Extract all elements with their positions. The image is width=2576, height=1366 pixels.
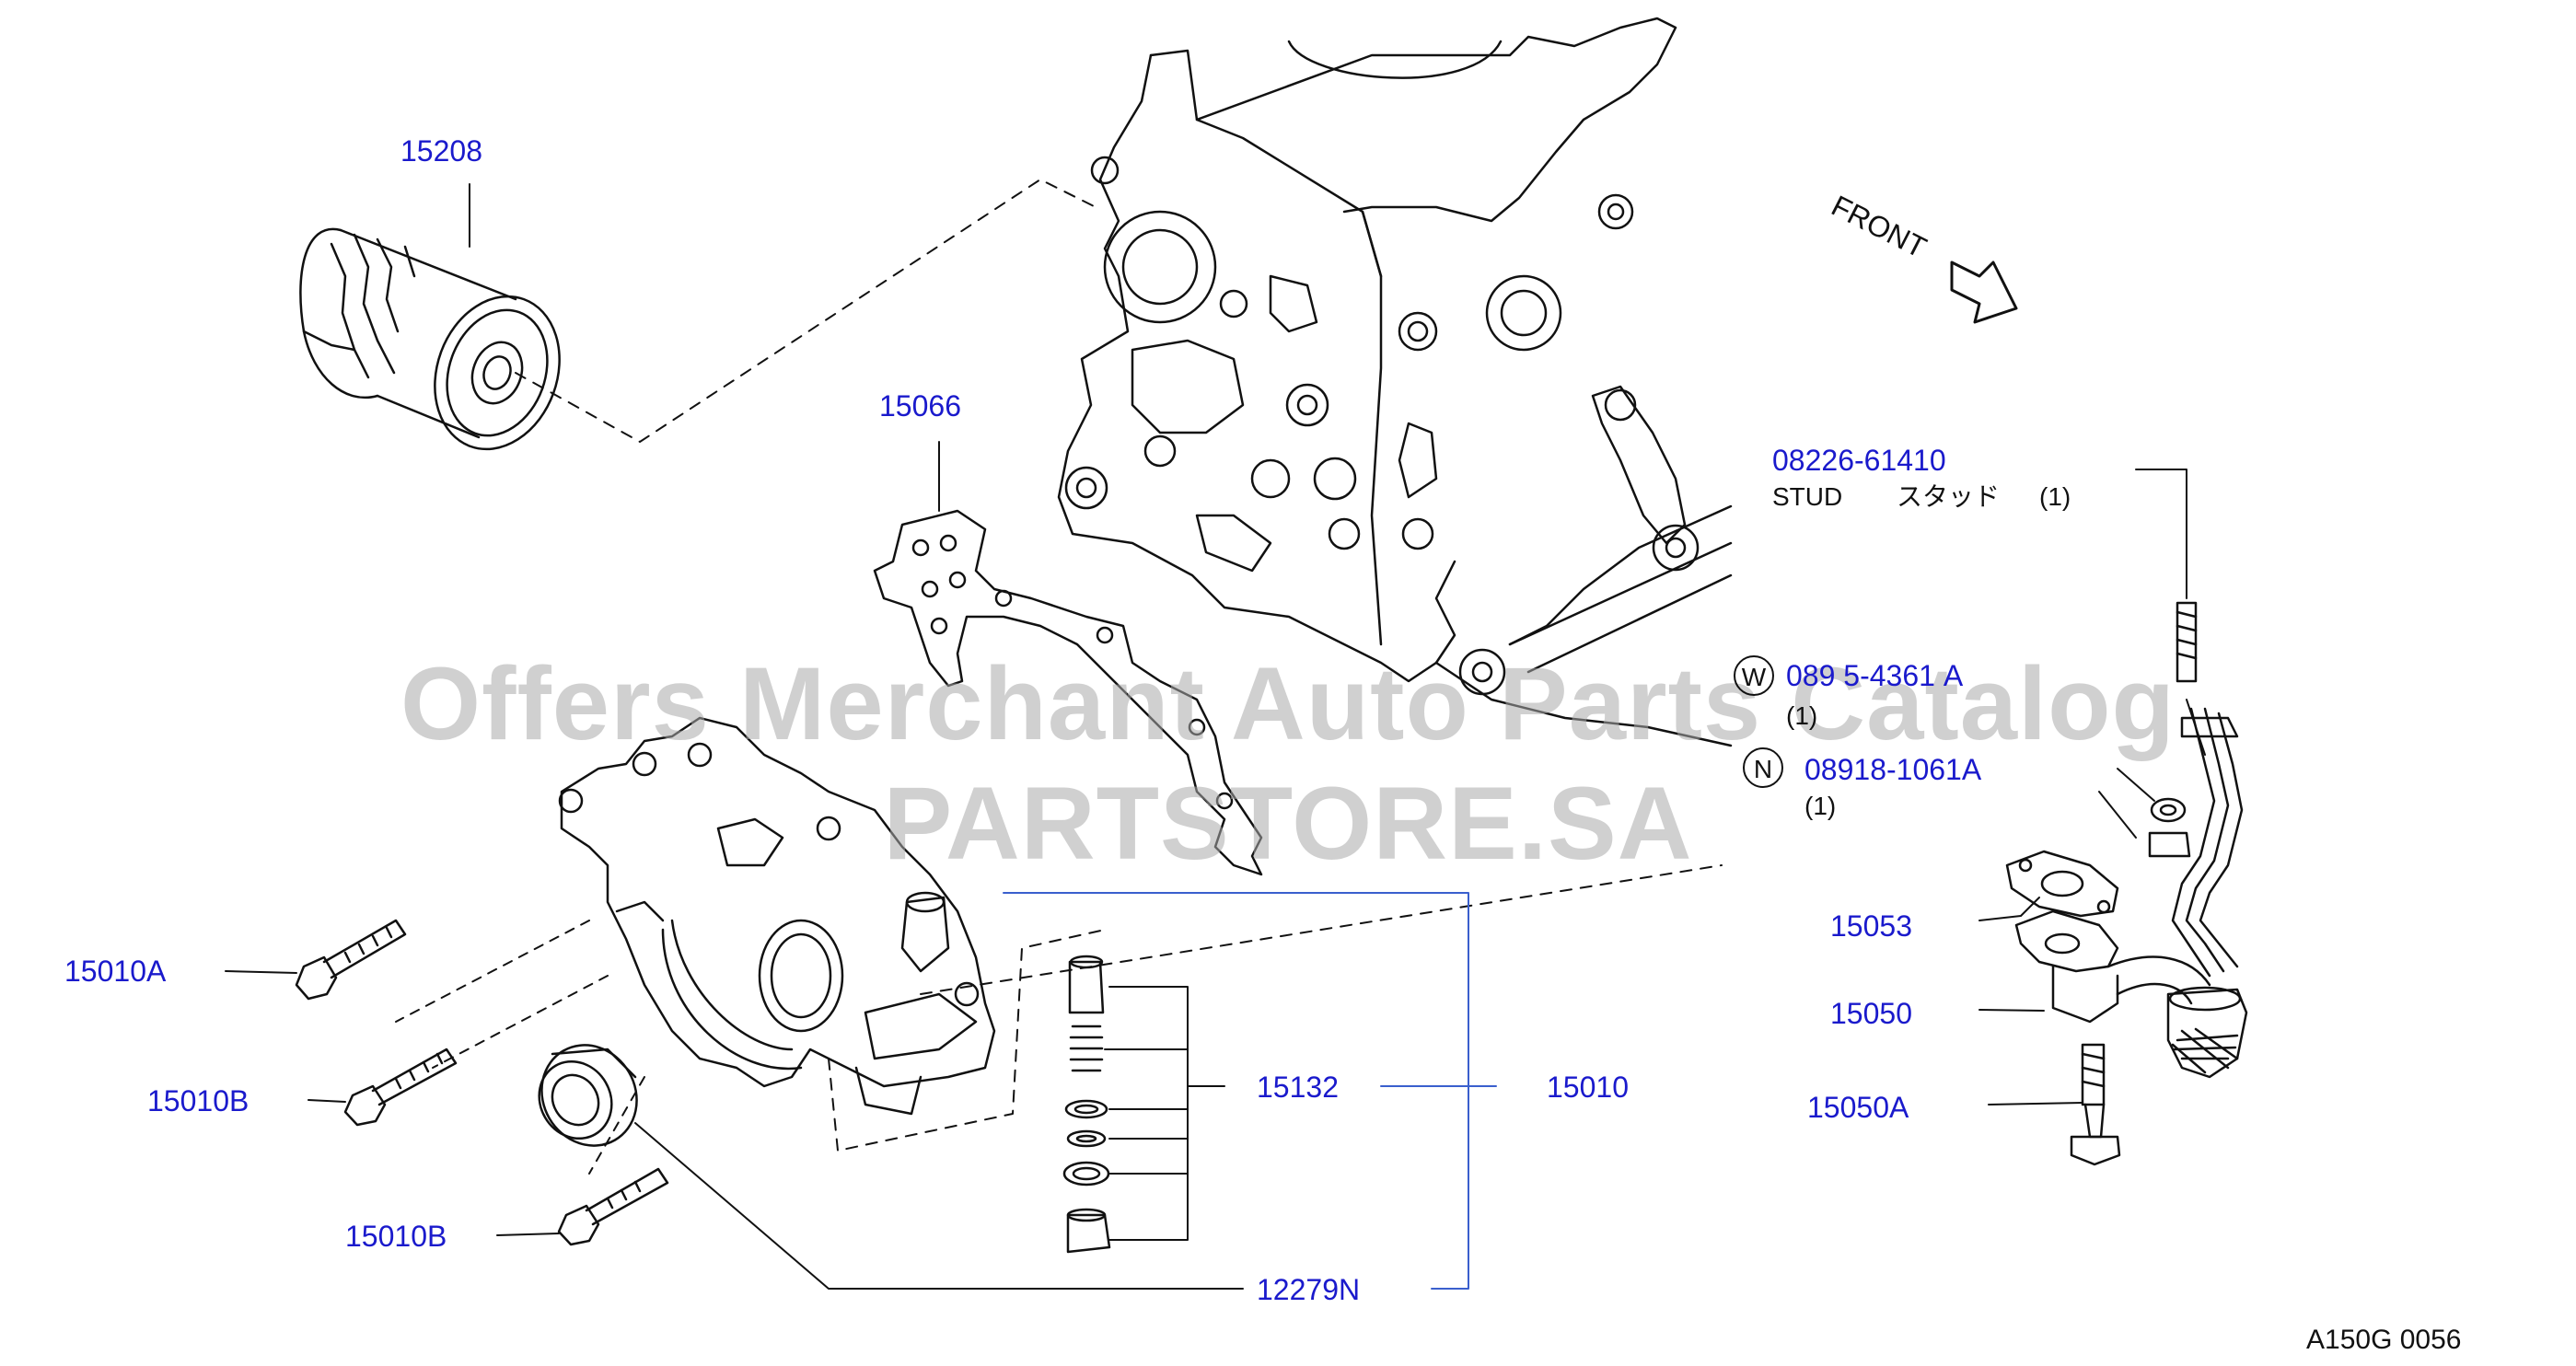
pickup-dashed-leader: [920, 864, 1723, 995]
washer-quantity: (1): [1786, 701, 1818, 730]
gasket-illustration: [873, 441, 1263, 876]
diagram-code: A150G 0056: [2306, 1325, 2462, 1355]
bolt-15010a-illustration: [225, 919, 407, 1001]
strainer-gasket-illustration: [1978, 850, 2119, 921]
label-15050[interactable]: 15050: [1830, 997, 1912, 1030]
label-15053[interactable]: 15053: [1830, 909, 1912, 943]
callout-lines: [1003, 892, 1497, 1290]
label-15208[interactable]: 15208: [400, 134, 482, 168]
label-08918-1061a[interactable]: 08918-1061A: [1804, 753, 1982, 786]
label-washer-part[interactable]: 089 5-4361 A: [1786, 659, 1964, 692]
relief-valve-stack-illustration: [1062, 955, 1225, 1254]
label-15010a[interactable]: 15010A: [64, 955, 167, 988]
label-12279n[interactable]: 12279N: [1257, 1273, 1361, 1306]
label-15010b-2[interactable]: 15010B: [345, 1220, 447, 1253]
stud-and-tube-illustration: [2098, 469, 2244, 978]
oil-strainer-illustration: [1978, 909, 2248, 1079]
bolt-15010b-illustration-1: [307, 1048, 458, 1127]
label-15132[interactable]: 15132: [1257, 1071, 1339, 1104]
label-15050a[interactable]: 15050A: [1807, 1091, 1909, 1124]
label-15010b-1[interactable]: 15010B: [147, 1084, 249, 1117]
bolt-15010b-illustration-2: [496, 1167, 669, 1246]
nut-quantity: (1): [1804, 792, 1837, 820]
oil-seal-illustration: [538, 1044, 1244, 1290]
label-08226-61410[interactable]: 08226-61410: [1772, 444, 1946, 477]
oil-filter-dashed-leader: [515, 179, 1097, 443]
front-arrow-icon: [1950, 260, 2018, 324]
washer-badge: W: [1734, 655, 1774, 696]
watermark: Offers Merchant Auto Parts Catalog PARTS…: [400, 646, 2176, 881]
relief-valve-dashed-box: [828, 929, 1106, 1152]
engine-block-illustration: [1057, 17, 1733, 747]
oil-filter-illustration: [299, 183, 561, 451]
stud-description-jp: スタッド: [1897, 482, 2001, 511]
label-15066[interactable]: 15066: [879, 389, 961, 423]
bolt-15050a-illustration: [1988, 1043, 2121, 1166]
nut-badge: N: [1743, 747, 1783, 788]
stud-quantity: (1): [2039, 482, 2071, 511]
oil-pump-housing-illustration: [558, 716, 996, 1116]
label-15010[interactable]: 15010: [1547, 1071, 1629, 1104]
stud-description: STUD: [1772, 482, 1843, 511]
